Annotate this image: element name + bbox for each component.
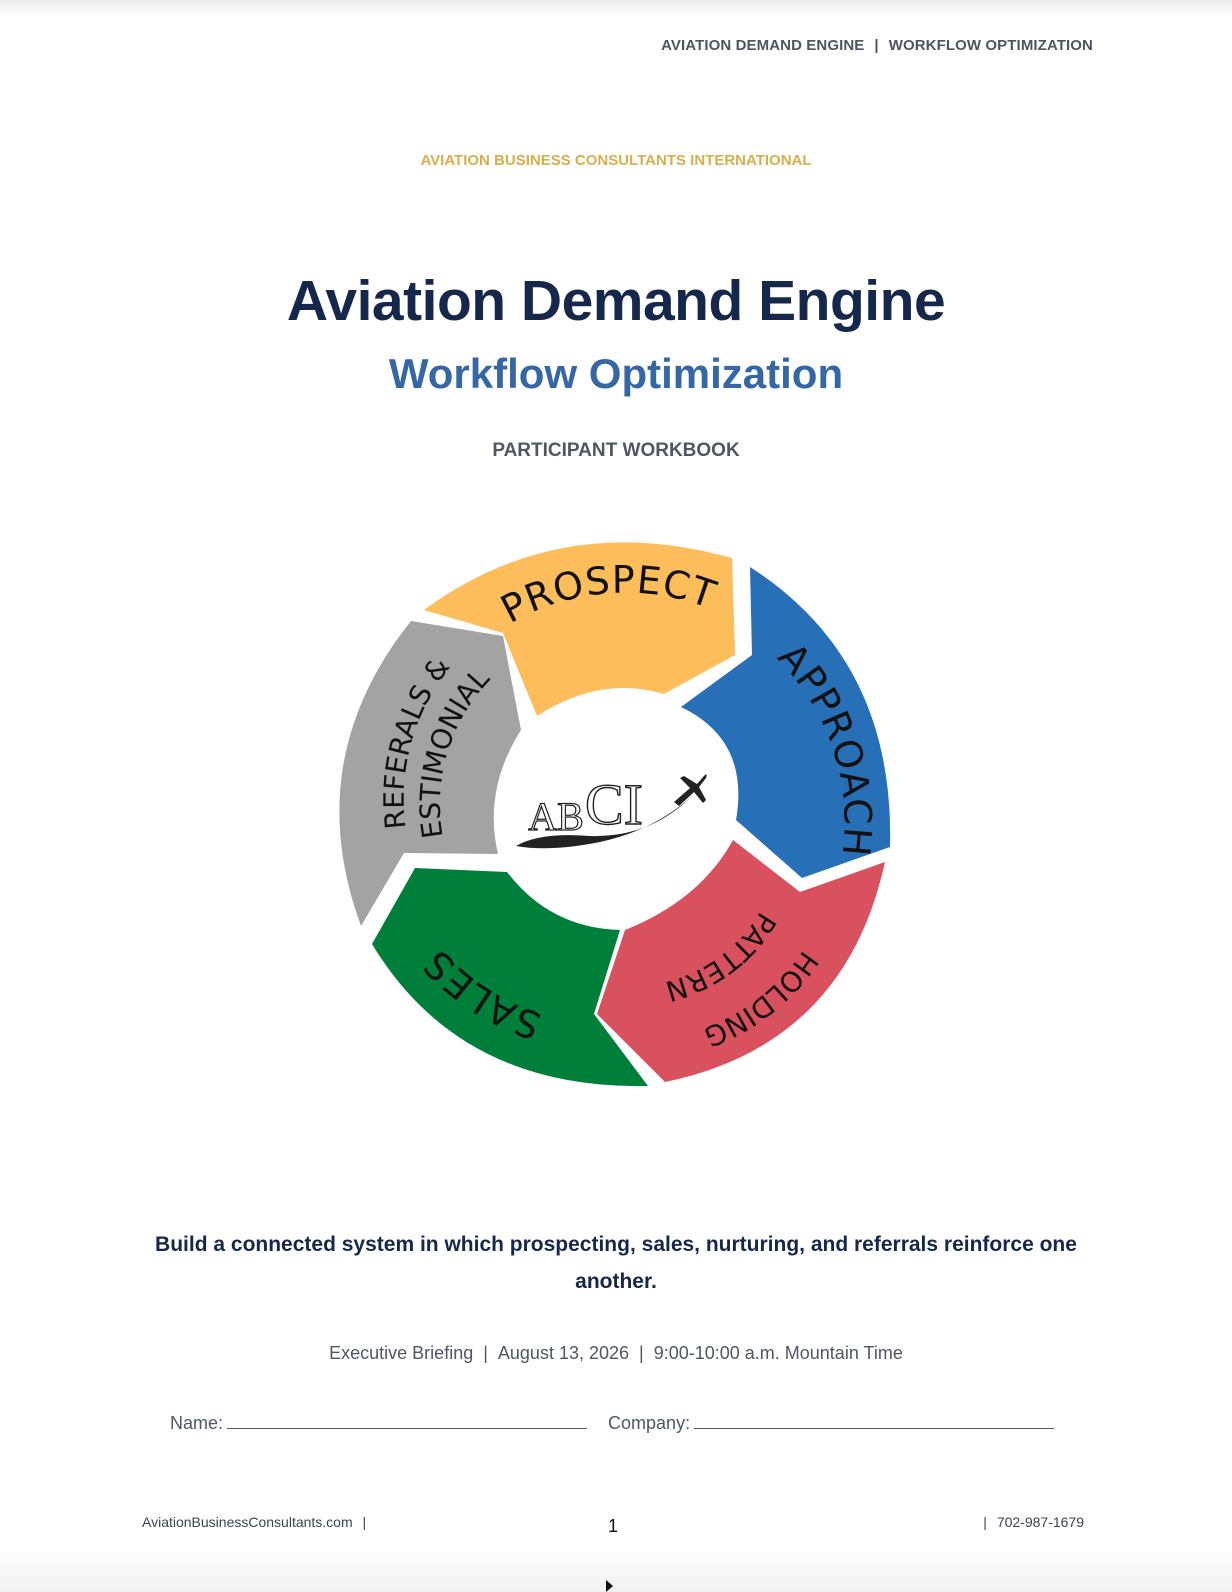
footer-left-separator: | <box>362 1514 367 1530</box>
page-bottom-shadow <box>0 1548 1232 1592</box>
segment-sales <box>372 868 648 1087</box>
footer-right-separator: | <box>983 1514 987 1530</box>
session-event: Executive Briefing <box>329 1343 474 1363</box>
page-top-shadow <box>0 0 1232 16</box>
company-field[interactable] <box>694 1410 1055 1429</box>
segment-referals-testimonials <box>339 621 521 926</box>
footer-phone: | 702-987-1679 <box>983 1514 1084 1530</box>
segment-prospect <box>424 542 735 716</box>
session-info: Executive Briefing | August 13, 2026 | 9:00-… <box>0 1343 1232 1364</box>
participant-form: Name: Company: <box>170 1410 1055 1434</box>
header-separator: | <box>874 37 879 54</box>
page-number: 1 <box>607 1516 618 1536</box>
page-subtitle: Workflow Optimization <box>388 350 844 397</box>
logo-letters-ab: AB <box>528 794 584 839</box>
page-title: Aviation Demand Engine <box>286 269 946 333</box>
tagline: Build a connected system in which prospe… <box>155 1233 1077 1293</box>
airplane-icon <box>674 774 707 806</box>
logo-letters-ci: CI <box>585 772 643 837</box>
organization-name: AVIATION BUSINESS CONSULTANTS INTERNATIO… <box>420 152 812 169</box>
header-doc-title: AVIATION DEMAND ENGINE <box>661 37 865 54</box>
footer-phone-number: 702-987-1679 <box>996 1514 1084 1530</box>
segment-holding-pattern <box>597 840 885 1082</box>
name-field-label: Name: <box>170 1413 224 1433</box>
name-field[interactable] <box>227 1410 588 1429</box>
footer-website: AviationBusinessConsultants.com | <box>142 1514 366 1530</box>
logo-swoosh <box>516 796 692 849</box>
sales-cycle-diagram: PROSPECT APPROACH HOLDING PATTERN SALES … <box>320 530 891 1087</box>
document-type-label: PARTICIPANT WORKBOOK <box>492 440 740 461</box>
abci-logo: AB CI <box>516 771 707 849</box>
session-date: August 13, 2026 <box>497 1343 630 1363</box>
running-header: AVIATION DEMAND ENGINE | WORKFLOW OPTIMIZA… <box>661 37 1093 54</box>
footer-website-link[interactable]: AviationBusinessConsultants.com <box>142 1514 353 1530</box>
session-separator-1: | <box>483 1343 488 1363</box>
company-field-label: Company: <box>608 1413 691 1433</box>
session-separator-2: | <box>639 1343 644 1363</box>
header-doc-subtitle: WORKFLOW OPTIMIZATION <box>888 37 1093 54</box>
mouse-cursor-icon <box>606 1580 613 1592</box>
segment-approach <box>681 567 891 878</box>
session-time: 9:00-10:00 a.m. Mountain Time <box>653 1343 903 1363</box>
